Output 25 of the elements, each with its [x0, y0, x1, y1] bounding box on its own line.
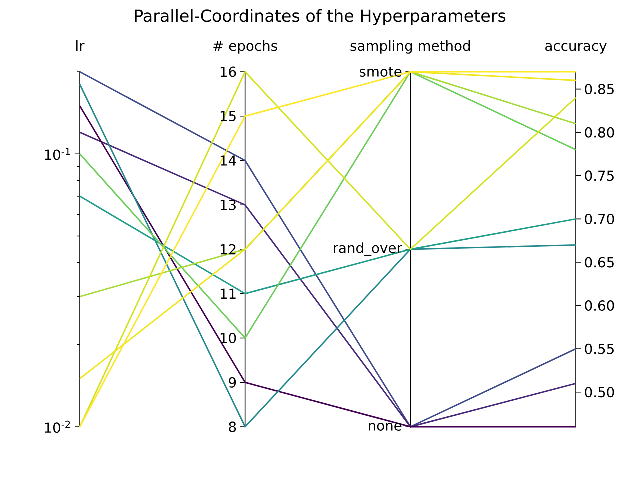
tick-label: none — [369, 423, 402, 431]
tick-label: 11 — [220, 288, 236, 299]
axis-title: lr — [76, 40, 85, 51]
tick-label: 16 — [220, 66, 236, 78]
axis-title: sampling method — [350, 40, 470, 54]
tick-label: rand_over — [334, 242, 402, 256]
tick-label: 0.80 — [585, 127, 614, 138]
tick-label: 0.50 — [585, 387, 614, 398]
tick-label: 13 — [220, 200, 236, 210]
tick-label: 0.55 — [585, 344, 614, 354]
tick-label: 10$^{-1}$ — [45, 148, 70, 160]
chart-title: Parallel-Coordinates of the Hyperparameters — [135, 9, 506, 26]
axis-title: accuracy — [546, 43, 607, 54]
tick-label: 12 — [220, 244, 236, 255]
tick-label: 0.60 — [585, 300, 614, 312]
tick-label: 0.85 — [585, 84, 614, 95]
tick-label: 9 — [229, 377, 236, 388]
tick-label: 10 — [220, 333, 236, 344]
axis-title: # epochs — [214, 40, 278, 54]
tick-label: 0.75 — [585, 170, 614, 182]
tick-label: 0.70 — [585, 214, 614, 224]
tick-label: 0.65 — [585, 257, 614, 268]
tick-label: 8 — [229, 422, 236, 432]
tick-label: smote — [360, 67, 402, 77]
tick-label: 10$^{-2}$ — [45, 420, 70, 434]
